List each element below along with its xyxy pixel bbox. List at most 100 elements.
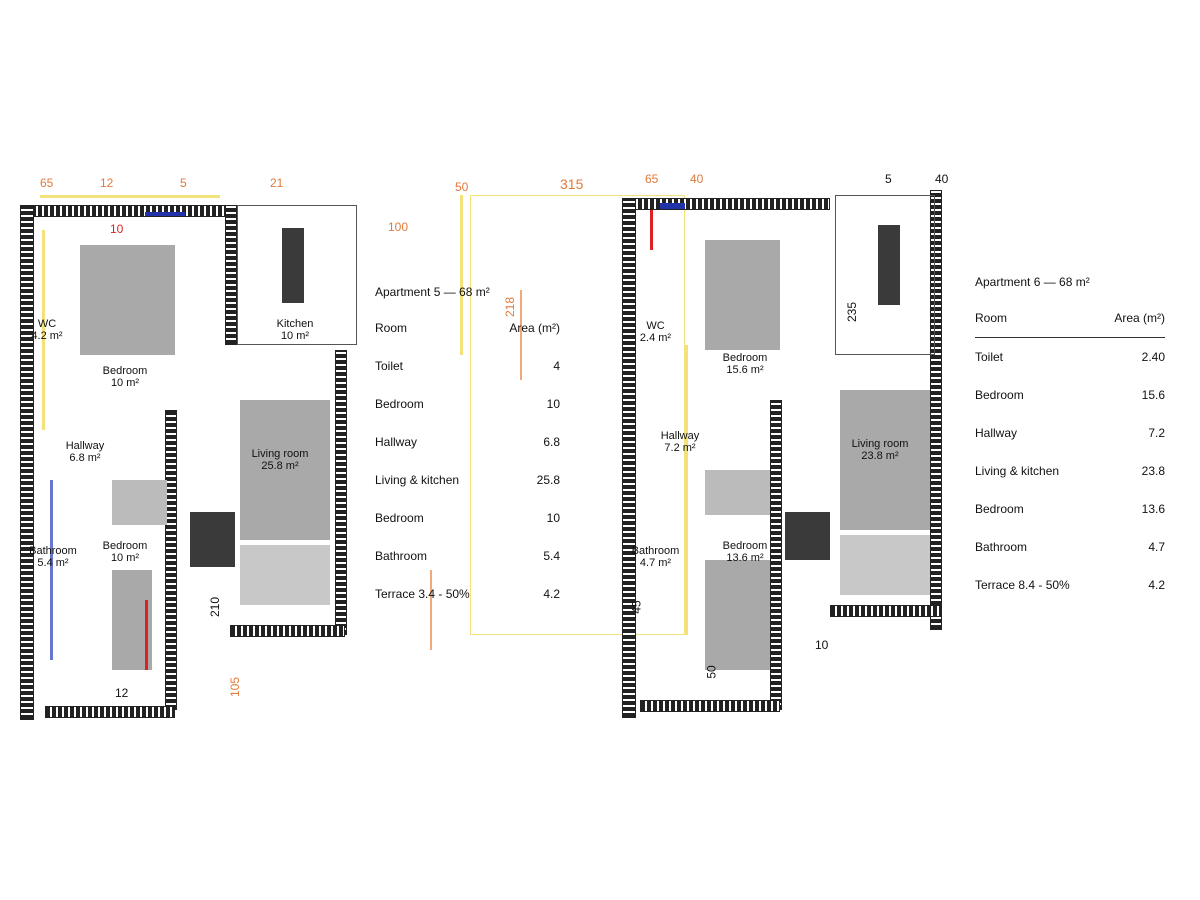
wall	[930, 190, 942, 630]
room-area: 23.8	[1141, 464, 1165, 478]
room-area: 7.2	[1148, 426, 1165, 440]
dimension-label: 50	[455, 180, 469, 194]
table-header: Room Area (m²)	[375, 309, 560, 347]
room-area: 13.6	[1141, 502, 1165, 516]
kitchen-outline	[237, 205, 357, 345]
table-row: Terrace 8.4 - 50% 4.2	[975, 566, 1165, 604]
dimension-label: 12	[100, 176, 114, 190]
room-name: Terrace 3.4 - 50%	[375, 587, 470, 601]
room-area: 10	[546, 511, 560, 525]
sofa	[840, 390, 930, 530]
radiator	[145, 600, 148, 670]
dimension-label: 40	[935, 172, 949, 186]
dimension-label: 50	[704, 665, 719, 679]
dimension-label: 100	[388, 220, 409, 234]
window	[145, 212, 185, 216]
dining-table	[282, 228, 304, 303]
wall	[625, 198, 830, 210]
dimension-label: 210	[208, 596, 223, 618]
wall	[230, 625, 345, 637]
kitchen-outline	[835, 195, 935, 355]
room-name: Terrace 8.4 - 50%	[975, 578, 1070, 592]
room-name: Toilet	[375, 359, 404, 373]
room-name: Living & kitchen	[375, 473, 460, 487]
table-row: Toilet 2.40	[975, 338, 1165, 376]
room-area: 4.7	[1148, 540, 1165, 554]
dimension-label: 65	[645, 172, 659, 186]
table-title: Apartment 6 — 68 m²	[975, 275, 1090, 289]
room-area: 25.8	[536, 473, 560, 487]
dimension-line	[460, 195, 463, 355]
table-header: Room Area (m²)	[975, 299, 1165, 338]
dimension-label: 5	[180, 176, 187, 190]
room-name: Bathroom	[375, 549, 428, 563]
room-area: 6.8	[543, 435, 560, 449]
kitchen-counter	[840, 535, 930, 595]
room-name: Hallway	[375, 435, 418, 449]
dimension-label: 12	[115, 686, 129, 700]
room-name: Bedroom	[375, 511, 424, 525]
kitchen-counter	[240, 545, 330, 605]
wall	[640, 700, 780, 712]
sofa	[240, 400, 330, 540]
column-header: Area (m²)	[1114, 311, 1165, 325]
dimension-label: 5	[885, 172, 892, 186]
wardrobe	[705, 470, 770, 515]
table-row: Living & kitchen 25.8	[375, 461, 560, 499]
dimension-label: 315	[560, 176, 584, 192]
table-row: Toilet 4	[375, 347, 560, 385]
wall	[335, 350, 347, 635]
room-name: Toilet	[975, 350, 1004, 364]
dimension-label: 235	[845, 301, 860, 323]
table-row: Terrace 3.4 - 50% 4.2	[375, 575, 560, 613]
bed	[705, 240, 780, 350]
wall	[45, 706, 175, 718]
room-area: 2.40	[1141, 350, 1165, 364]
dimension-label: 65	[40, 176, 54, 190]
wall	[225, 205, 237, 345]
table-row: Bedroom 13.6	[975, 490, 1165, 528]
wall	[25, 205, 235, 217]
wall	[830, 605, 942, 617]
room-area: 4.2	[1148, 578, 1165, 592]
right-area-table: Apartment 6 — 68 m² Room Area (m²) Toilet…	[975, 275, 1165, 604]
terrace-outline	[470, 195, 685, 635]
column-header: Room	[375, 321, 408, 335]
wall	[622, 198, 636, 718]
room-area: 4.2	[543, 587, 560, 601]
left-floor-plan: 65 12 5 21 315 100 218 50 210 105 10 12 …	[20, 176, 685, 720]
dimension-label: 21	[270, 176, 284, 190]
column-header: Area (m²)	[509, 321, 560, 335]
dimension-line	[685, 345, 688, 635]
room-name: Bedroom	[975, 502, 1024, 516]
bed	[705, 560, 770, 670]
dimension-label: 10	[815, 638, 829, 652]
room-name: Bedroom	[375, 397, 424, 411]
column-header: Room	[975, 311, 1008, 325]
dimension-label: 105	[228, 676, 243, 698]
room-area: 4	[553, 359, 560, 373]
dimension-label: 45	[629, 600, 644, 614]
bed	[80, 245, 175, 355]
dimension-line	[430, 570, 432, 650]
wall	[20, 205, 34, 720]
radiator	[650, 210, 653, 250]
